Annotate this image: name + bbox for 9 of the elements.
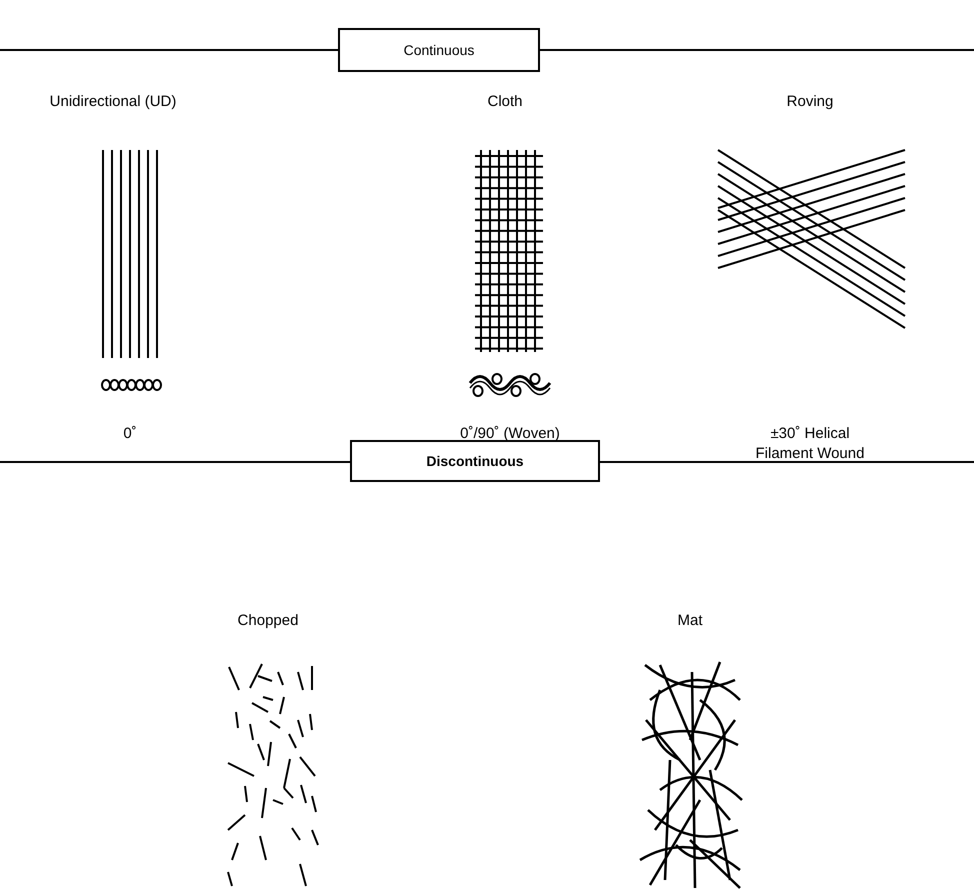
caption-text: Mat [678, 611, 702, 631]
caption-text: Roving [786, 92, 834, 112]
section-heading-box: Continuous [338, 28, 540, 72]
section-heading-box: Discontinuous [350, 440, 600, 482]
caption-text: Chopped [238, 611, 298, 631]
caption-text: 0˚ [123, 424, 137, 444]
caption-text: Unidirectional (UD) [50, 92, 176, 112]
caption-text: Cloth [487, 92, 523, 112]
caption-text: ±30˚ Helical Filament Wound [754, 424, 866, 464]
